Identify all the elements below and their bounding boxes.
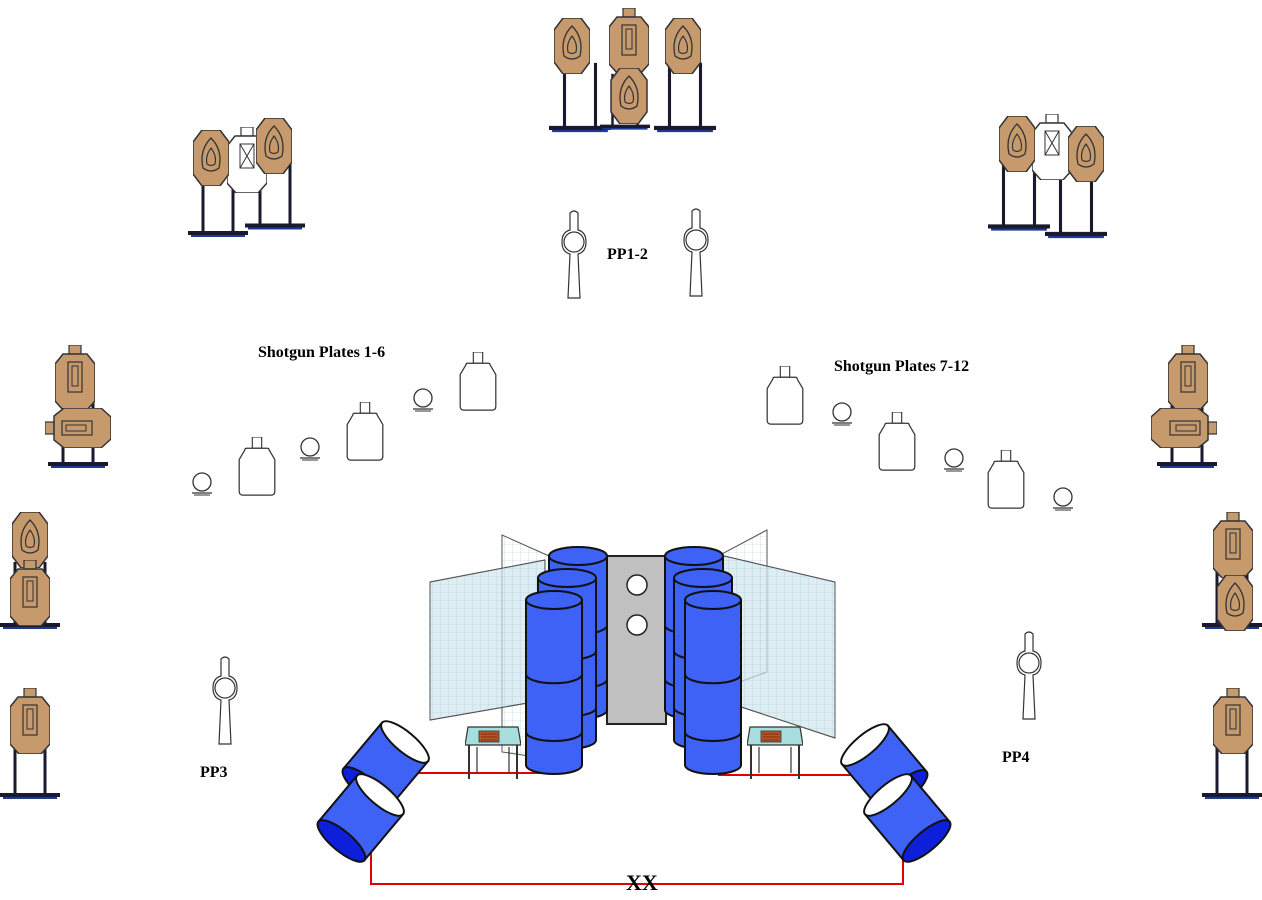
ipsc-cardboard-target-icon (45, 408, 111, 448)
barrel-icon (863, 773, 952, 863)
steel-popper-icon (987, 450, 1025, 509)
barrel-icon (316, 773, 405, 863)
steel-plate-icon (412, 388, 434, 412)
barrel-icon (684, 590, 742, 775)
ipsc-cardboard-target-icon (12, 512, 48, 568)
barrel-icon (525, 590, 583, 775)
pepper-popper-icon (683, 208, 709, 297)
ipsc-cardboard-target-icon (1151, 408, 1217, 448)
pepper-popper-icon (561, 210, 587, 299)
steel-popper-icon (346, 402, 384, 461)
ipsc-cardboard-target-icon (554, 18, 590, 74)
ipsc-cardboard-target-icon (1217, 575, 1253, 631)
steel-popper-icon (878, 412, 916, 471)
ipsc-cardboard-target-icon (55, 345, 95, 411)
steel-plate-icon (1052, 487, 1074, 511)
ipsc-cardboard-target-icon (609, 8, 649, 74)
white-no-shoot-target-icon (1032, 114, 1072, 180)
barrel-group (525, 546, 742, 775)
ipsc-cardboard-target-icon (1068, 126, 1104, 182)
center-wall (606, 555, 667, 725)
vision-barrier (429, 529, 836, 761)
steel-plate-icon (191, 472, 213, 496)
angled-barrels (316, 720, 952, 863)
steel-popper-icon (766, 366, 804, 425)
plates-left-label: Shotgun Plates 1-6 (258, 344, 386, 361)
ipsc-cardboard-target-icon (10, 688, 50, 754)
ipsc-cardboard-target-icon (999, 116, 1035, 172)
pp12-label: PP1-2 (607, 246, 648, 263)
steel-plate-icon (831, 402, 853, 426)
ipsc-cardboard-target-icon (193, 130, 229, 186)
steel-popper-icon (238, 437, 276, 496)
steel-plate-icon (299, 437, 321, 461)
start-position-label: XX (626, 870, 658, 895)
pepper-popper-icon (212, 656, 238, 745)
fault-line (370, 772, 904, 885)
ipsc-cardboard-target-icon (1213, 512, 1253, 578)
pp4-label: PP4 (1002, 749, 1030, 766)
steel-plate-icon (943, 448, 965, 472)
pp3-label: PP3 (200, 764, 228, 781)
plates-right-label: Shotgun Plates 7-12 (834, 358, 970, 375)
pepper-popper-icon (1016, 631, 1042, 720)
steel-popper-icon (459, 352, 497, 411)
ipsc-cardboard-target-icon (1168, 345, 1208, 411)
ammo-table-icon (747, 726, 803, 780)
ipsc-cardboard-target-icon (665, 18, 701, 74)
ipsc-cardboard-target-icon (256, 118, 292, 174)
ipsc-cardboard-target-icon (610, 68, 648, 124)
ipsc-cardboard-target-icon (1213, 688, 1253, 754)
